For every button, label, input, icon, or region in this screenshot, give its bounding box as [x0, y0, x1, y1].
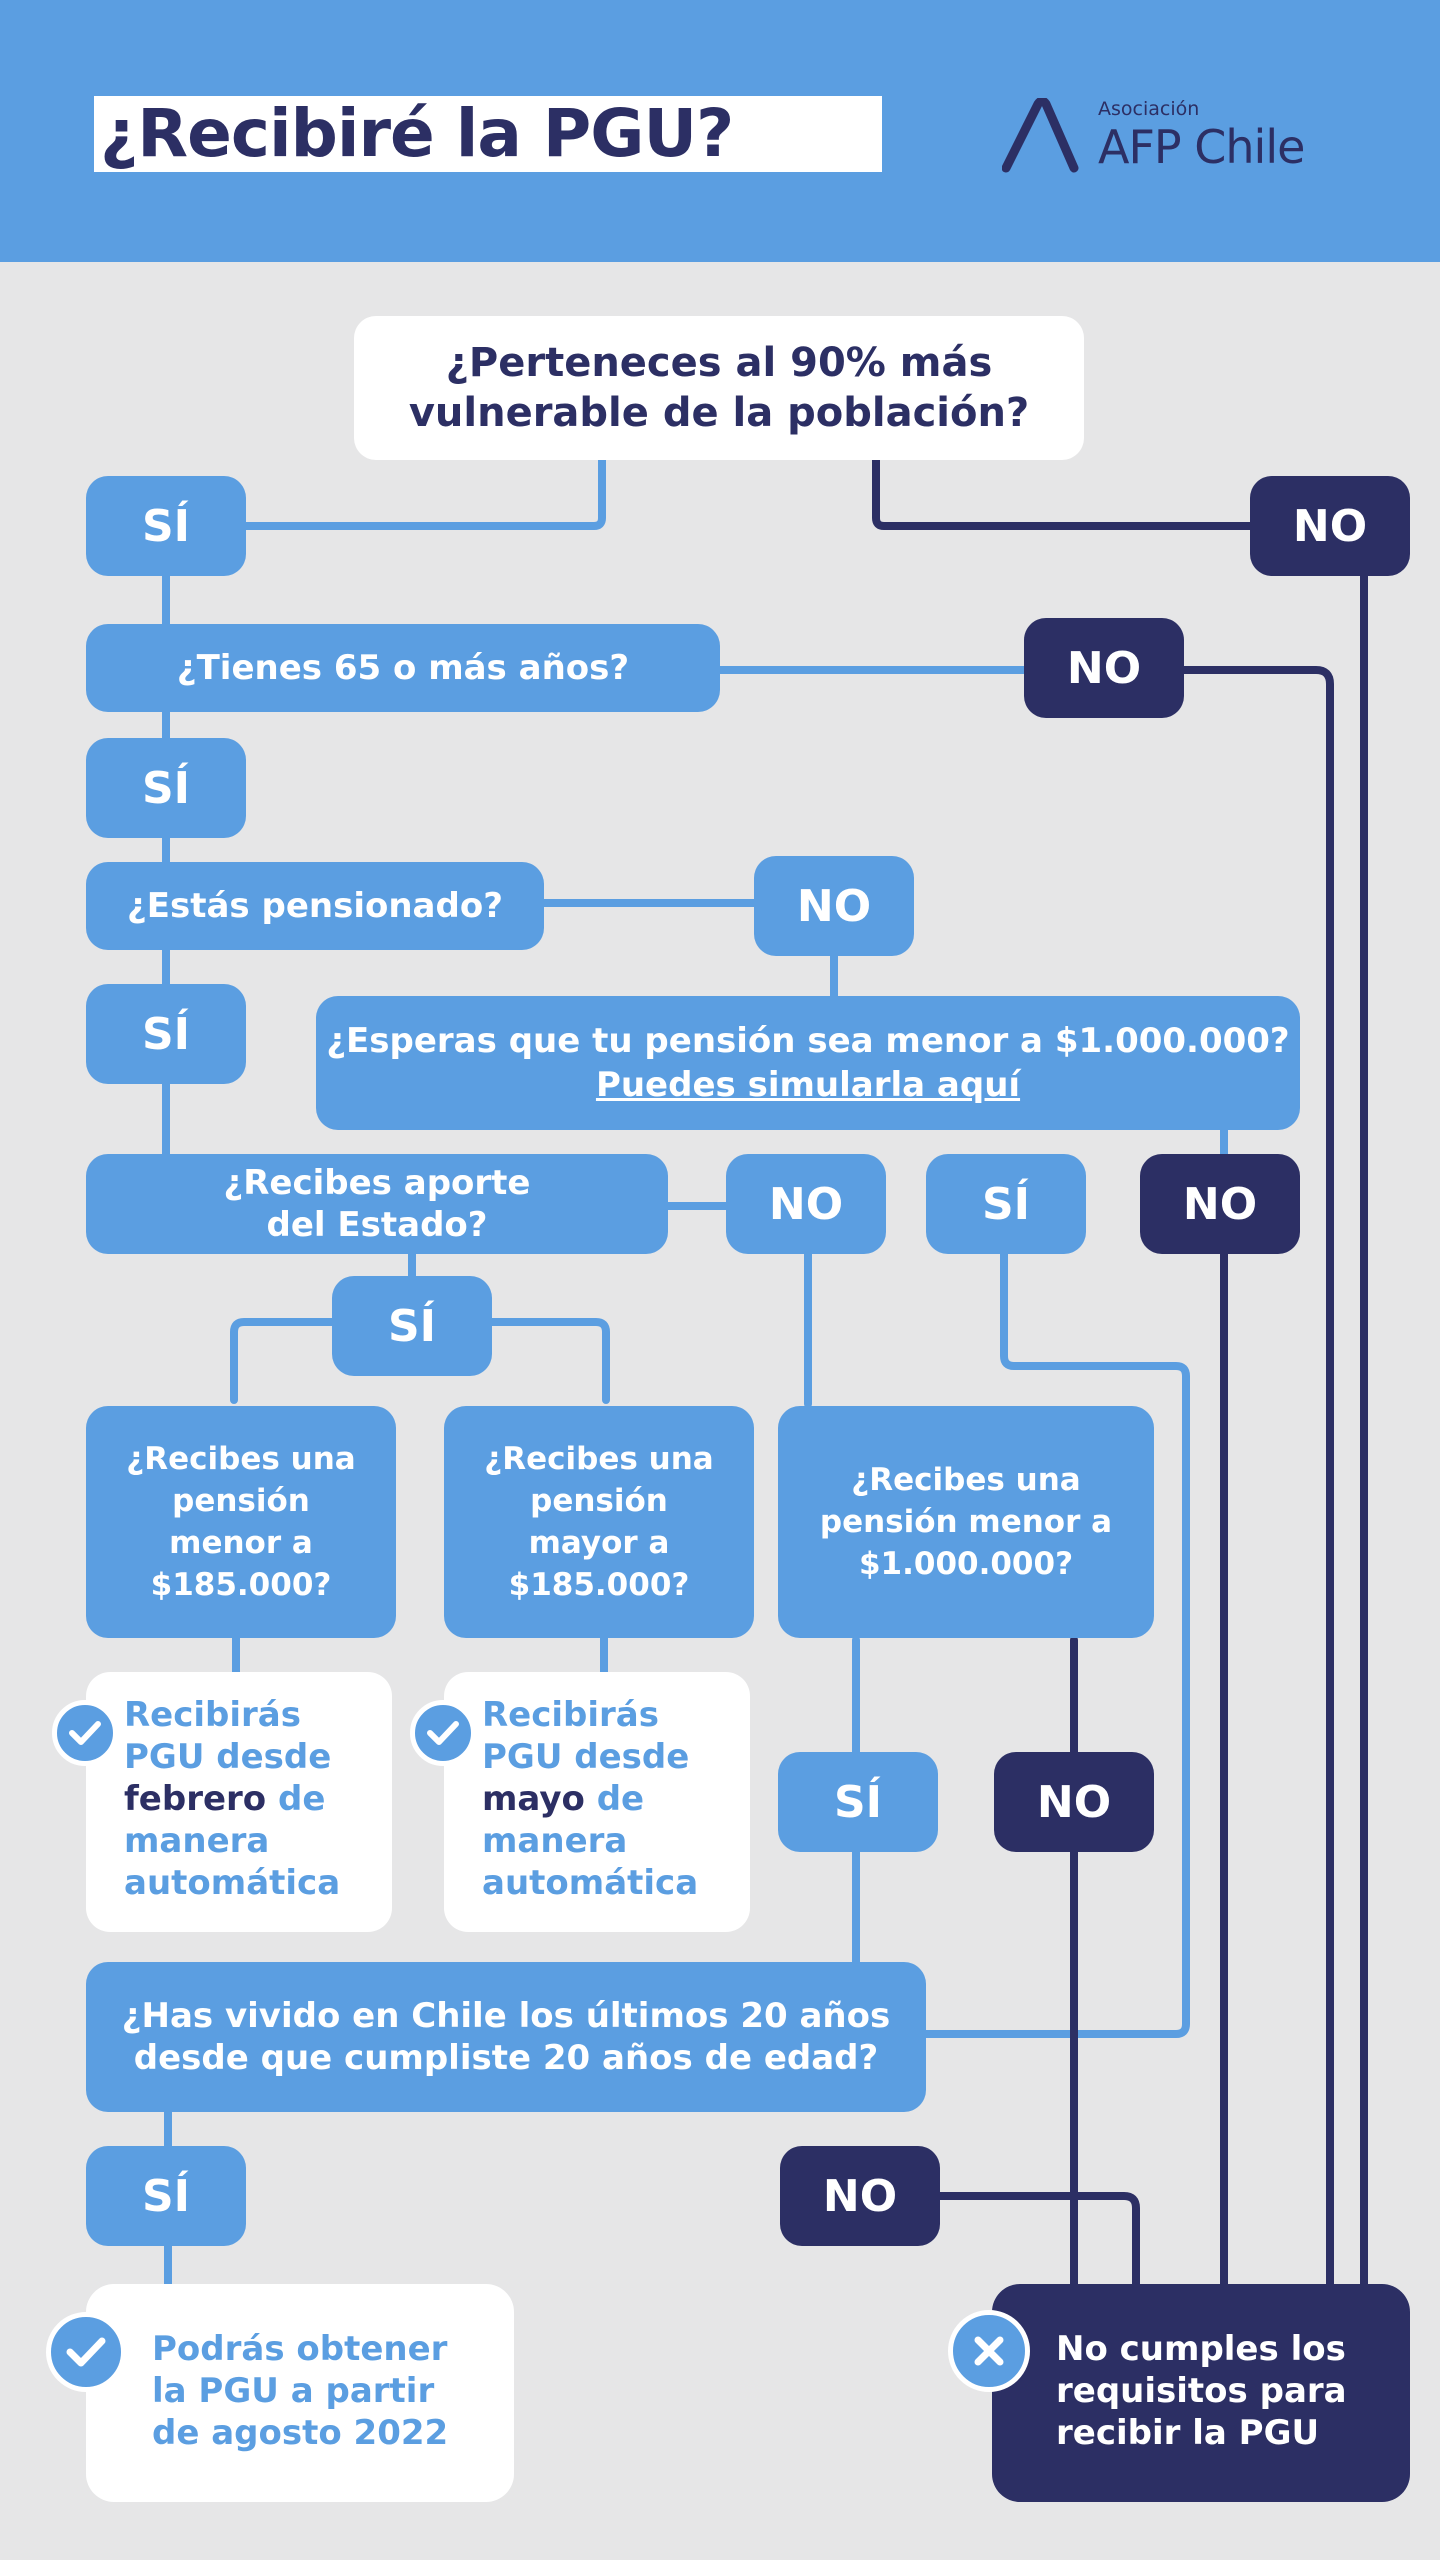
answer-no-less-1m: NO — [994, 1752, 1154, 1852]
result-may-pre: Recibirás PGU desde — [482, 1695, 690, 1777]
question-vulnerable: ¿Perteneces al 90% más vulnerable de la … — [354, 316, 1084, 460]
simulate-pension-link[interactable]: Puedes simularla aquí — [595, 1065, 1021, 1105]
answer-yes-expect: SÍ — [926, 1154, 1086, 1254]
page-title: ¿Recibiré la PGU? — [94, 96, 882, 172]
result-may-month: mayo — [482, 1779, 585, 1819]
question-expect-pension: ¿Esperas que tu pensión sea menor a $1.0… — [316, 996, 1300, 1130]
afp-chile-logo: Asociación AFP Chile — [1002, 94, 1332, 174]
answer-yes-less-1m: SÍ — [778, 1752, 938, 1852]
question-pension-more-185: ¿Recibes una pensión mayor a $185.000? — [444, 1406, 754, 1638]
answer-yes-age: SÍ — [86, 738, 246, 838]
answer-no-pensioned: NO — [754, 856, 914, 956]
question-age: ¿Tienes 65 o más años? — [86, 624, 720, 712]
question-state-contribution: ¿Recibes aporte del Estado? — [86, 1154, 668, 1254]
question-pension-less-185: ¿Recibes una pensión menor a $185.000? — [86, 1406, 396, 1638]
answer-no-vulnerable: NO — [1250, 476, 1410, 576]
result-february-pre: Recibirás PGU desde — [124, 1695, 332, 1777]
logo-name: AFP Chile — [1098, 120, 1305, 174]
result-february-post: de manera automática — [124, 1779, 341, 1903]
logo-mark-icon — [1002, 98, 1079, 173]
answer-yes-lived: SÍ — [86, 2146, 246, 2246]
result-february-month: febrero — [124, 1779, 267, 1819]
answer-no-lived: NO — [780, 2146, 940, 2246]
check-icon — [46, 2312, 126, 2392]
answer-yes-pensioned: SÍ — [86, 984, 246, 1084]
result-may-post: de manera automática — [482, 1779, 699, 1903]
answer-no-expect: NO — [1140, 1154, 1300, 1254]
question-pension-less-1m: ¿Recibes una pensión menor a $1.000.000? — [778, 1406, 1154, 1638]
answer-yes-state: SÍ — [332, 1276, 492, 1376]
question-lived-in-chile: ¿Has vivido en Chile los últimos 20 años… — [86, 1962, 926, 2112]
check-icon — [410, 1700, 476, 1766]
question-pensioned: ¿Estás pensionado? — [86, 862, 544, 950]
answer-no-state: NO — [726, 1154, 886, 1254]
answer-yes-vulnerable: SÍ — [86, 476, 246, 576]
result-not-eligible: No cumples los requisitos para recibir l… — [992, 2284, 1410, 2502]
close-icon — [948, 2310, 1030, 2392]
check-icon — [52, 1700, 118, 1766]
answer-no-age: NO — [1024, 618, 1184, 718]
result-august-2022: Podrás obtener la PGU a partir de agosto… — [86, 2284, 514, 2502]
logo-subtitle: Asociación — [1098, 98, 1200, 120]
result-february: Recibirás PGU desde febrero de manera au… — [86, 1672, 392, 1932]
question-expect-pension-text: ¿Esperas que tu pensión sea menor a $1.0… — [326, 1021, 1290, 1061]
result-may: Recibirás PGU desde mayo de manera autom… — [444, 1672, 750, 1932]
